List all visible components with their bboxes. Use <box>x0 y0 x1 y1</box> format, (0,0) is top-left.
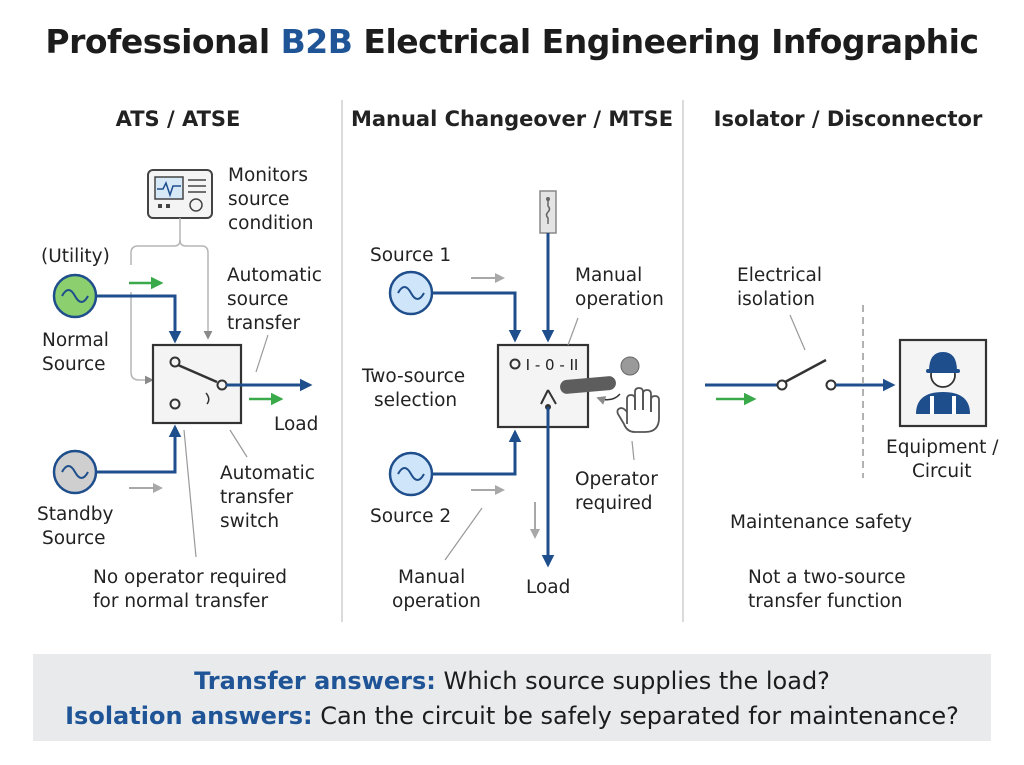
ats-auto-switch-1: Automatic <box>220 463 315 484</box>
rotation-arrow <box>596 393 621 405</box>
iso-not-two-1: Not a two-source <box>748 567 906 588</box>
ats-monitors-3: condition <box>228 213 314 234</box>
iso-panel: Electrical isolation Equipment / Circuit M… <box>705 265 999 612</box>
iso-elec-1: Electrical <box>737 265 822 286</box>
ats-header: ATS / ATSE <box>116 107 241 131</box>
ats-auto-source-2: source <box>227 289 288 310</box>
title-accent: B2B <box>280 22 353 61</box>
iso-maint-label: Maintenance safety <box>730 512 912 533</box>
source2-feed-line <box>432 429 522 476</box>
svg-text:Equipment /Circuit: Equipment / Circuit <box>886 437 999 482</box>
mtse-panel: I - 0 - II Source 1 Manual operation Two-… <box>361 190 664 612</box>
mtse-manual-top-1: Manual <box>575 265 642 286</box>
ats-monitors-2: source <box>228 189 289 210</box>
mtse-source2-label: Source 2 <box>370 506 451 527</box>
mtse-manual-bottom-1: Manual <box>398 567 465 588</box>
hand-icon <box>616 387 660 433</box>
ats-auto-source-3: transfer <box>227 313 300 334</box>
mtse-operator-1: Operator <box>575 469 658 490</box>
ats-no-operator-2: for normal transfer <box>93 591 268 612</box>
handle-icon <box>539 190 557 234</box>
footer-transfer-key: Transfer answers: <box>194 667 436 695</box>
standby-source-icon <box>52 449 98 495</box>
normal-feed-line <box>96 294 182 344</box>
ats-normal-2: Source <box>42 354 106 375</box>
footer-transfer-text: Which source supplies the load? <box>435 667 830 695</box>
rotary-handle <box>560 376 616 394</box>
mtse-manual-top-2: operation <box>575 289 664 310</box>
iso-elec-2: isolation <box>737 289 815 310</box>
source1-feed-line <box>432 291 522 343</box>
iso-equipment-2: Circuit <box>912 461 972 482</box>
normal-source-icon <box>52 273 98 319</box>
ats-standby-1: Standby <box>37 504 114 525</box>
mtse-manual-bottom-2: operation <box>392 591 481 612</box>
mtse-positions: I - 0 - II <box>526 356 579 374</box>
ats-auto-switch-3: switch <box>220 511 279 532</box>
ats-utility-label: (Utility) <box>41 246 110 267</box>
iso-equipment-1: Equipment / <box>886 437 999 458</box>
mtse-load-label: Load <box>526 577 570 598</box>
ats-normal-1: Normal <box>42 330 109 351</box>
ats-no-operator-1: No operator required <box>93 567 287 588</box>
mtse-two-source-2: selection <box>374 390 457 411</box>
page-title: Professional B2B Electrical Engineering … <box>0 22 1024 61</box>
worker-icon <box>898 338 988 428</box>
ats-monitors-1: Monitors <box>228 165 308 186</box>
source1-icon <box>388 270 434 316</box>
iso-header: Isolator / Disconnector <box>714 107 983 131</box>
iso-blade <box>784 358 827 384</box>
mtse-two-source-1: Two-source <box>361 366 465 387</box>
ats-auto-source-1: Automatic <box>227 265 322 286</box>
iso-not-two-2: transfer function <box>748 591 903 612</box>
ats-panel: Monitors source condition (Utility) Normal… <box>37 165 322 612</box>
mtse-source1-label: Source 1 <box>370 245 451 266</box>
standby-feed-line <box>96 424 182 474</box>
ats-load-label: Load <box>274 414 318 435</box>
footer-line-1: Transfer answers: Which source supplies … <box>33 667 991 695</box>
source2-icon <box>388 451 434 497</box>
ats-auto-switch-2: transfer <box>220 487 293 508</box>
mtse-header: Manual Changeover / MTSE <box>351 107 673 131</box>
mtse-operator-2: required <box>575 493 653 514</box>
footer-line-2: Isolation answers: Can the circuit be sa… <box>33 702 991 730</box>
footer-isolation-text: Can the circuit be safely separated for … <box>312 702 959 730</box>
summary-footer: Transfer answers: Which source supplies … <box>33 654 991 741</box>
monitor-controller-icon <box>147 169 213 219</box>
title-suffix: Electrical Engineering Infographic <box>352 22 979 61</box>
footer-isolation-key: Isolation answers: <box>65 702 313 730</box>
ats-standby-2: Source <box>42 528 106 549</box>
title-prefix: Professional <box>45 22 281 61</box>
